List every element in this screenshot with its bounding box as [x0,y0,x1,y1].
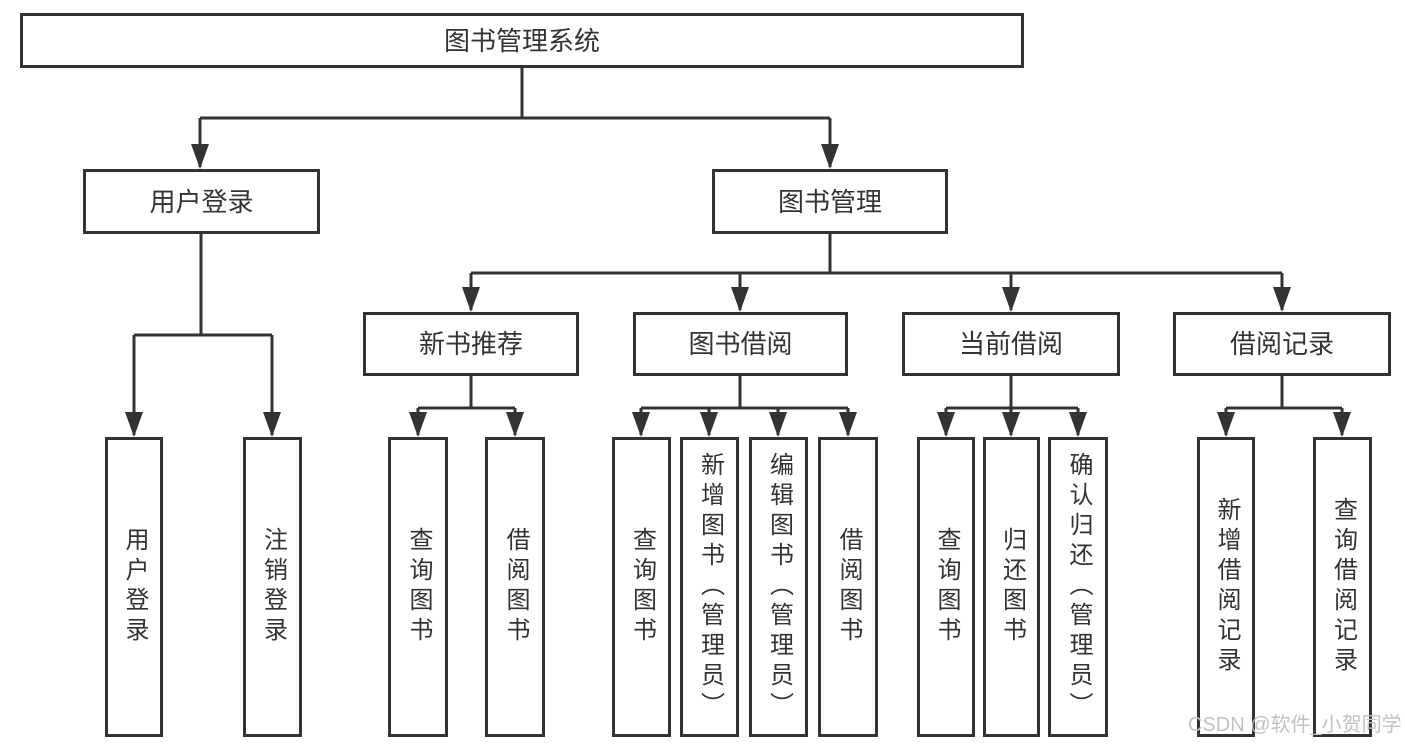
arrow-down-icon [769,412,787,437]
arrow-down-icon [632,412,650,437]
arrowheads [125,144,1351,437]
node-borrowing-records: 借阅记录 [1173,312,1391,376]
leaf-label: 编辑图书（管理员） [765,452,793,722]
leaf-borrow-query-books: 查询图书 [612,437,671,737]
connector-book-mgmt-to-level3 [469,233,1284,310]
leaf-newrec-borrow-books: 借阅图书 [485,437,545,737]
arrow-down-icon [125,412,143,437]
arrow-down-icon [1002,412,1020,437]
leaf-newrec-query-books: 查询图书 [388,437,448,737]
leaf-label: 用户登录 [121,527,148,647]
leaf-label: 归还图书 [998,527,1026,647]
arrow-down-icon [409,412,427,437]
connector-user-login-to-leaves [132,233,274,435]
arrow-down-icon [263,412,281,437]
leaf-label: 确认归还（管理员） [1065,452,1092,722]
leaf-label: 查询图书 [405,527,432,647]
arrow-down-icon [1217,412,1235,437]
leaf-label: 借阅图书 [835,527,862,647]
node-user-login: 用户登录 [83,169,320,234]
leaf-label: 借阅图书 [502,527,529,647]
leaf-borrow-add-books-admin: 新增图书（管理员） [680,437,739,737]
node-new-book-recommend: 新书推荐 [363,312,579,376]
node-root: 图书管理系统 [20,13,1024,68]
arrow-down-icon [506,412,524,437]
connector-root-to-level2 [198,68,832,167]
arrow-down-icon [839,412,857,437]
leaf-label: 查询图书 [628,527,656,647]
leaf-current-query-books: 查询图书 [917,437,975,737]
leaf-current-return-books: 归还图书 [983,437,1040,737]
leaf-borrow-borrow-books: 借阅图书 [818,437,878,737]
leaf-label: 查询图书 [933,527,960,647]
connector-borrow-records-to-leaves [1224,376,1344,435]
connector-book-borrow-to-leaves [639,376,850,435]
leaf-records-add-record: 新增借阅记录 [1197,437,1255,737]
leaf-logout: 注销登录 [243,437,302,737]
arrow-down-icon [1333,412,1351,437]
leaf-user-login: 用户登录 [105,437,163,737]
leaf-label: 查询借阅记录 [1329,497,1357,677]
arrow-down-icon [1002,287,1020,312]
leaf-label: 注销登录 [259,527,287,647]
leaf-records-query-record: 查询借阅记录 [1313,437,1372,737]
arrow-down-icon [937,412,955,437]
arrow-down-icon [731,287,749,312]
arrow-down-icon [700,412,718,437]
leaf-label: 新增借阅记录 [1213,497,1240,677]
arrow-down-icon [462,287,480,312]
leaf-label: 新增图书（管理员） [696,452,724,722]
watermark-text: CSDN @软件_小贺同学 [1188,714,1402,736]
connector-new-book-rec-to-leaves [416,376,517,435]
leaf-borrow-edit-books-admin: 编辑图书（管理员） [749,437,808,737]
node-book-borrowing: 图书借阅 [633,312,848,376]
arrow-down-icon [1069,412,1087,437]
leaf-current-confirm-return-admin: 确认归还（管理员） [1048,437,1108,737]
node-current-borrowing: 当前借阅 [902,312,1120,376]
node-book-management: 图书管理 [712,169,948,234]
arrow-down-icon [1273,287,1291,312]
arrow-down-icon [191,144,209,169]
arrow-down-icon [821,144,839,169]
